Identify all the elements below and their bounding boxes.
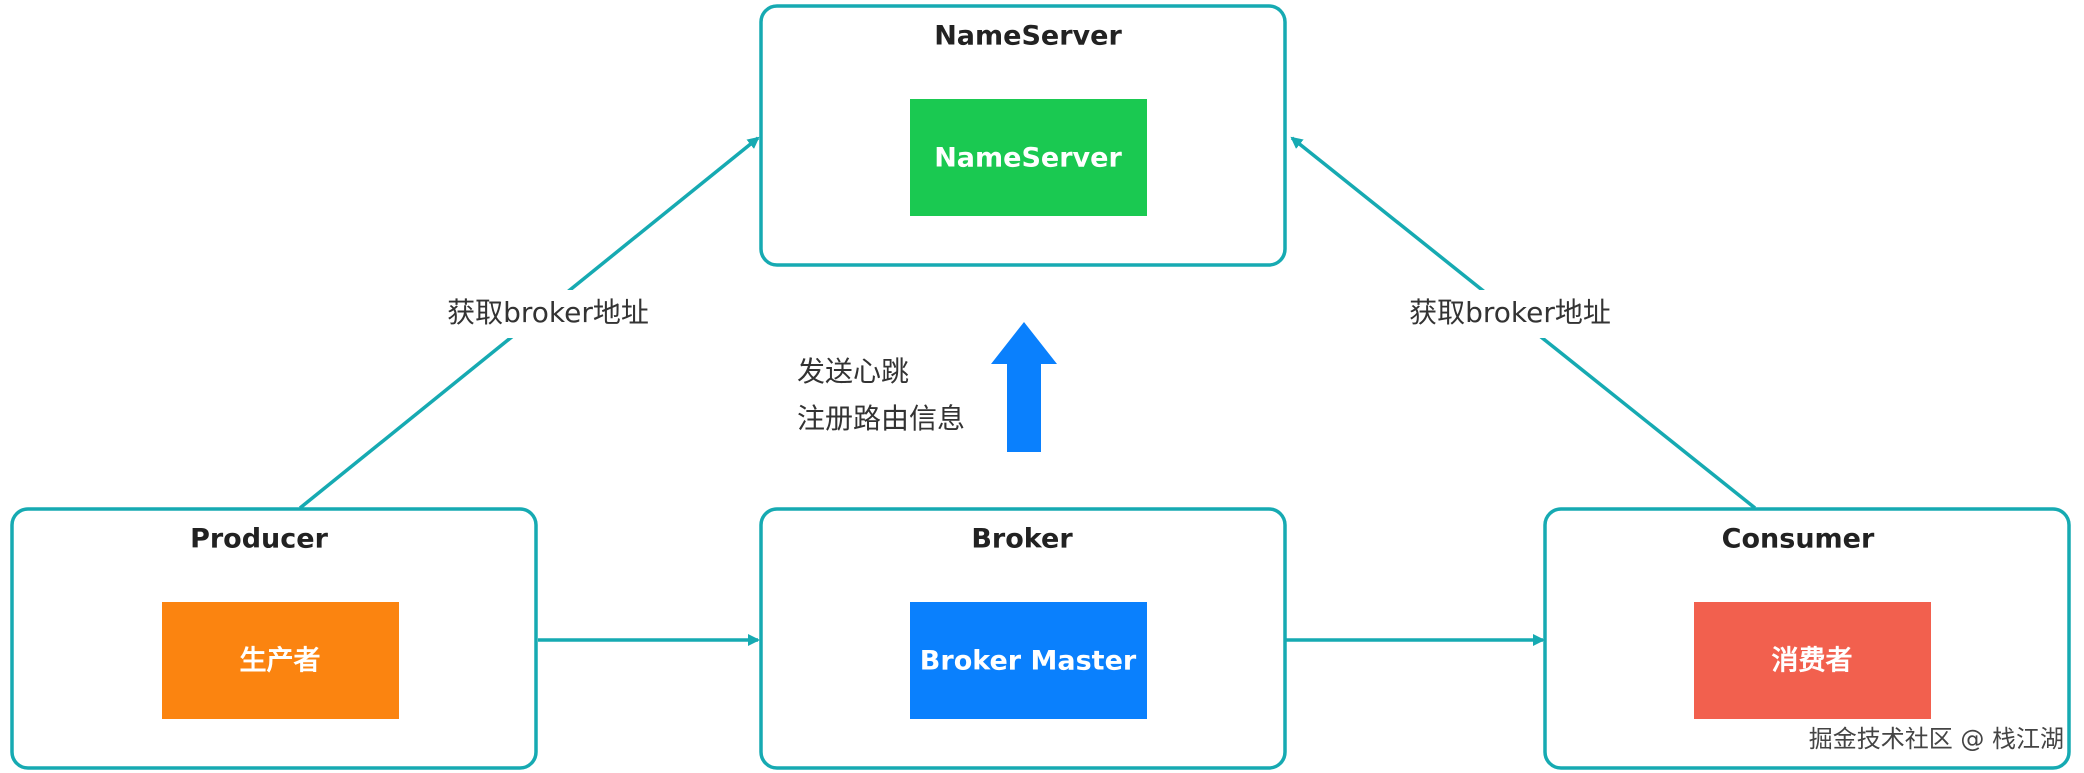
heartbeat-label-line2: 注册路由信息 (797, 402, 965, 435)
producer-inner-box (162, 602, 399, 719)
producer-panel: Producer 生产者 (10, 507, 538, 770)
nameserver-inner-box (910, 99, 1147, 216)
consumer-panel: Consumer 消费者 (1543, 507, 2071, 770)
broker-inner-box (910, 602, 1147, 719)
producer-edge-label: 获取broker地址 (447, 296, 649, 329)
consumer-edge-label-bg (1409, 290, 1611, 338)
broker-title: Broker (971, 524, 1073, 555)
consumer-edge-label: 获取broker地址 (1409, 296, 1611, 329)
broker-panel: Broker Broker Master (759, 507, 1287, 770)
nameserver-panel: NameServer NameServer (759, 4, 1287, 267)
consumer-inner-box (1694, 602, 1931, 719)
producer-inner-label: 生产者 (240, 646, 321, 677)
nameserver-inner-label: NameServer (934, 143, 1122, 174)
heartbeat-arrow (991, 322, 1057, 452)
producer-title: Producer (190, 524, 329, 555)
broker-inner-label: Broker Master (920, 646, 1137, 677)
nameserver-title: NameServer (934, 21, 1122, 52)
producer-edge-label-bg (446, 290, 648, 338)
consumer-inner-label: 消费者 (1772, 646, 1853, 677)
consumer-title: Consumer (1722, 524, 1875, 555)
watermark-text: 掘金技术社区 @ 栈江湖 (1809, 725, 2064, 753)
heartbeat-label-line1: 发送心跳 (797, 355, 909, 388)
